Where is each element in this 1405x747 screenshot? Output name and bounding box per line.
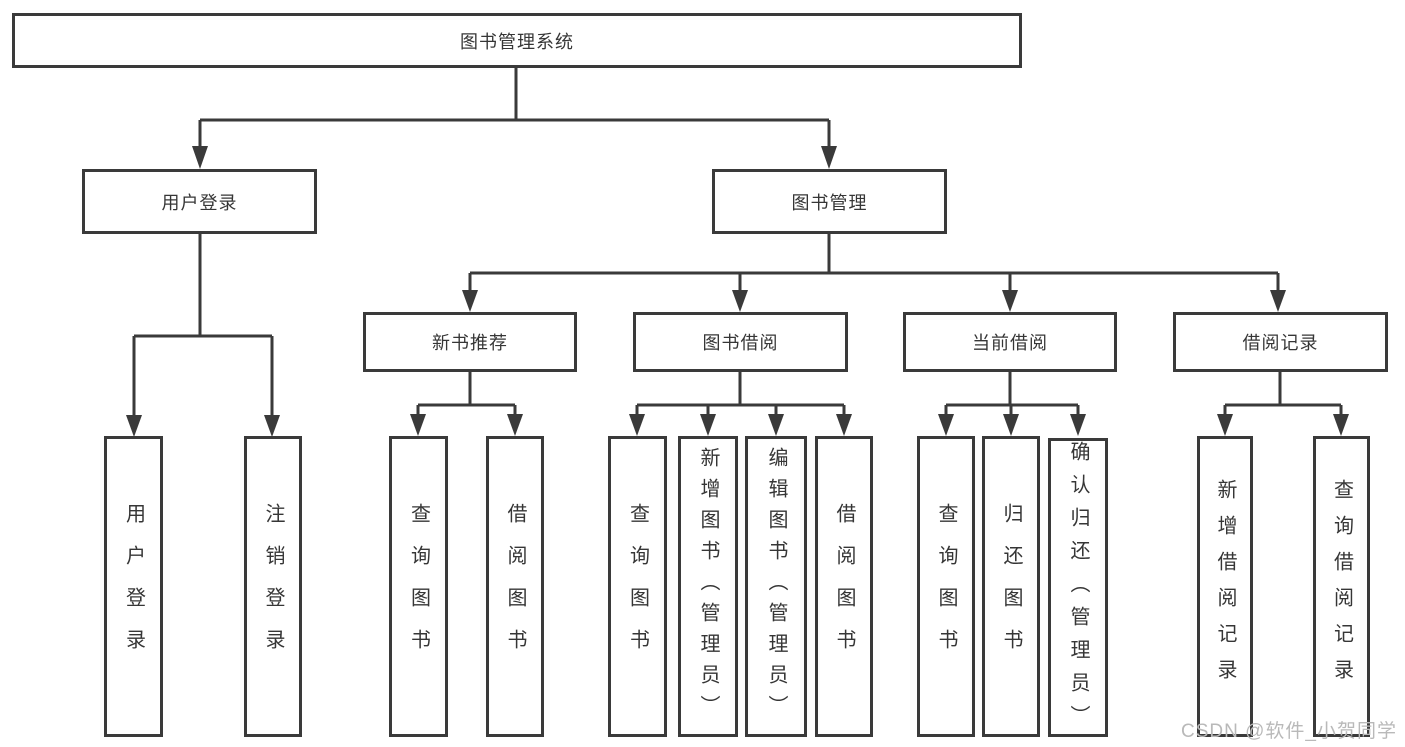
connector-user-login — [126, 234, 280, 437]
arrow-down-icon — [700, 414, 716, 436]
node-user-login-branch: 用户登录 — [82, 169, 317, 234]
leaf-bb-borrow-books: 借阅图书 — [815, 436, 873, 737]
node-new-book-recommend: 新书推荐 — [363, 312, 577, 372]
leaf-br-query-record: 查询借阅记录 — [1313, 436, 1370, 737]
arrow-down-icon — [1333, 414, 1349, 436]
leaf-nbr-query-books: 查询图书 — [389, 436, 448, 737]
watermark: CSDN @软件_小贺同学 — [1181, 721, 1397, 742]
arrow-down-icon — [732, 290, 748, 312]
connector-new-book-recommend — [410, 372, 523, 436]
leaf-br-add-record: 新增借阅记录 — [1197, 436, 1253, 737]
node-current-borrow: 当前借阅 — [903, 312, 1117, 372]
leaf-bb-add-book-admin: 新增图书（管理员） — [678, 436, 738, 737]
arrow-down-icon — [836, 414, 852, 436]
connector-borrow-records — [1217, 372, 1349, 436]
node-book-management-branch: 图书管理 — [712, 169, 947, 234]
arrow-down-icon — [821, 146, 837, 169]
arrow-down-icon — [768, 414, 784, 436]
node-book-borrow: 图书借阅 — [633, 312, 848, 372]
arrow-down-icon — [410, 414, 426, 436]
leaf-bb-query-books: 查询图书 — [608, 436, 667, 737]
arrow-down-icon — [938, 414, 954, 436]
arrow-down-icon — [126, 415, 142, 437]
arrow-down-icon — [1217, 414, 1233, 436]
node-borrow-records: 借阅记录 — [1173, 312, 1388, 372]
node-root-system: 图书管理系统 — [12, 13, 1022, 68]
arrow-down-icon — [1003, 414, 1019, 436]
leaf-logout: 注销登录 — [244, 436, 302, 737]
arrow-down-icon — [462, 290, 478, 312]
leaf-nbr-borrow-books: 借阅图书 — [486, 436, 544, 737]
leaf-bb-edit-book-admin: 编辑图书（管理员） — [745, 436, 807, 737]
leaf-cb-confirm-return-admin: 确认归还（管理员） — [1048, 438, 1108, 738]
arrow-down-icon — [1070, 414, 1086, 436]
arrow-down-icon — [264, 415, 280, 437]
arrow-down-icon — [192, 146, 208, 169]
arrow-down-icon — [507, 414, 523, 436]
leaf-cb-query-books: 查询图书 — [917, 436, 975, 737]
arrow-down-icon — [1002, 290, 1018, 312]
arrow-down-icon — [1270, 290, 1286, 312]
connector-root — [192, 68, 837, 169]
connector-book-management — [462, 234, 1286, 312]
leaf-cb-return-books: 归还图书 — [982, 436, 1040, 737]
leaf-user-login: 用户登录 — [104, 436, 163, 737]
connector-book-borrow — [629, 372, 852, 436]
connector-current-borrow — [938, 372, 1086, 436]
arrow-down-icon — [629, 414, 645, 436]
